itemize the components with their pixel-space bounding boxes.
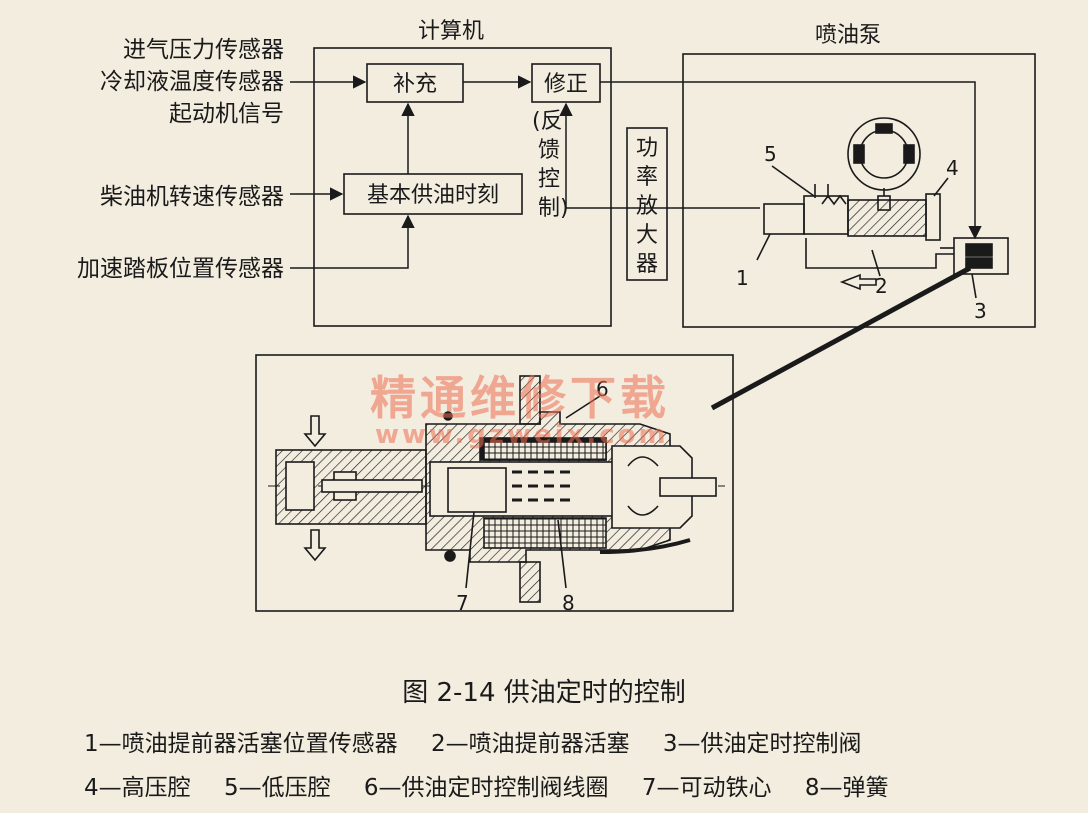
watermark-url: www.gzweix.com — [375, 420, 669, 450]
basic-timing-label: 基本供油时刻 — [367, 183, 499, 208]
sensor-engine-speed: 柴油机转速传感器 — [100, 184, 284, 210]
feedback-label-1: (反 — [532, 109, 563, 134]
sensor-accelerator-position: 加速踏板位置传感器 — [77, 256, 284, 282]
basic-timing-box — [343, 173, 523, 215]
part-label-2: 2 — [875, 274, 888, 298]
part-label-5: 5 — [764, 142, 777, 166]
computer-frame — [313, 47, 612, 327]
signal-lines — [290, 75, 982, 269]
amplifier-label-2: 率 — [636, 165, 658, 190]
legend-item-4: 4—高压腔 — [84, 775, 191, 801]
correction-box — [531, 63, 601, 103]
part-label-3: 3 — [974, 299, 987, 323]
legend-item-3: 3—供油定时控制阀 — [662, 731, 862, 757]
detail-leader — [710, 265, 972, 411]
legend-item-2: 2—喷油提前器活塞 — [430, 731, 630, 757]
pump-title: 喷油泵 — [815, 23, 881, 48]
computer-title: 计算机 — [418, 19, 484, 44]
legend-row-2: 4—高压腔 5—低压腔 6—供油定时控制阀线圈 7—可动铁心 8—弹簧 — [84, 768, 914, 802]
feedback-label-3: 控 — [538, 167, 560, 192]
feedback-label-2: 馈 — [538, 138, 560, 163]
supplement-box — [366, 63, 464, 103]
sensor-intake-pressure: 进气压力传感器 — [123, 37, 284, 63]
pump-schematic — [756, 117, 1009, 299]
part-label-8: 8 — [562, 591, 575, 615]
legend-item-8: 8—弹簧 — [804, 775, 889, 801]
legend-item-5: 5—低压腔 — [223, 775, 331, 801]
amplifier-label-4: 大 — [636, 223, 658, 248]
amplifier-box — [626, 127, 668, 281]
legend-row-1: 1—喷油提前器活塞位置传感器 2—喷油提前器活塞 3—供油定时控制阀 — [84, 724, 888, 758]
sensor-coolant-temp: 冷却液温度传感器 — [100, 69, 284, 95]
part-label-7: 7 — [456, 591, 469, 615]
correction-label: 修正 — [544, 72, 588, 97]
feedback-label-4: 制) — [538, 196, 569, 221]
detail-frame — [255, 354, 734, 612]
part-label-4: 4 — [946, 156, 959, 180]
watermark-cn: 精通维修下载 — [370, 371, 670, 425]
supplement-label: 补充 — [393, 72, 437, 97]
part-label-1: 1 — [736, 266, 749, 290]
amplifier-label-1: 功 — [636, 136, 658, 161]
legend-item-1: 1—喷油提前器活塞位置传感器 — [84, 731, 398, 757]
sensor-starter-signal: 起动机信号 — [169, 101, 284, 127]
part-label-6: 6 — [596, 377, 609, 401]
legend-item-6: 6—供油定时控制阀线圈 — [363, 775, 609, 801]
amplifier-label-3: 放 — [636, 194, 658, 219]
figure-caption: 图 2-14 供油定时的控制 — [402, 678, 686, 708]
valve-cutaway — [268, 375, 725, 603]
legend-item-7: 7—可动铁心 — [641, 775, 772, 801]
amplifier-label-5: 器 — [636, 252, 658, 277]
